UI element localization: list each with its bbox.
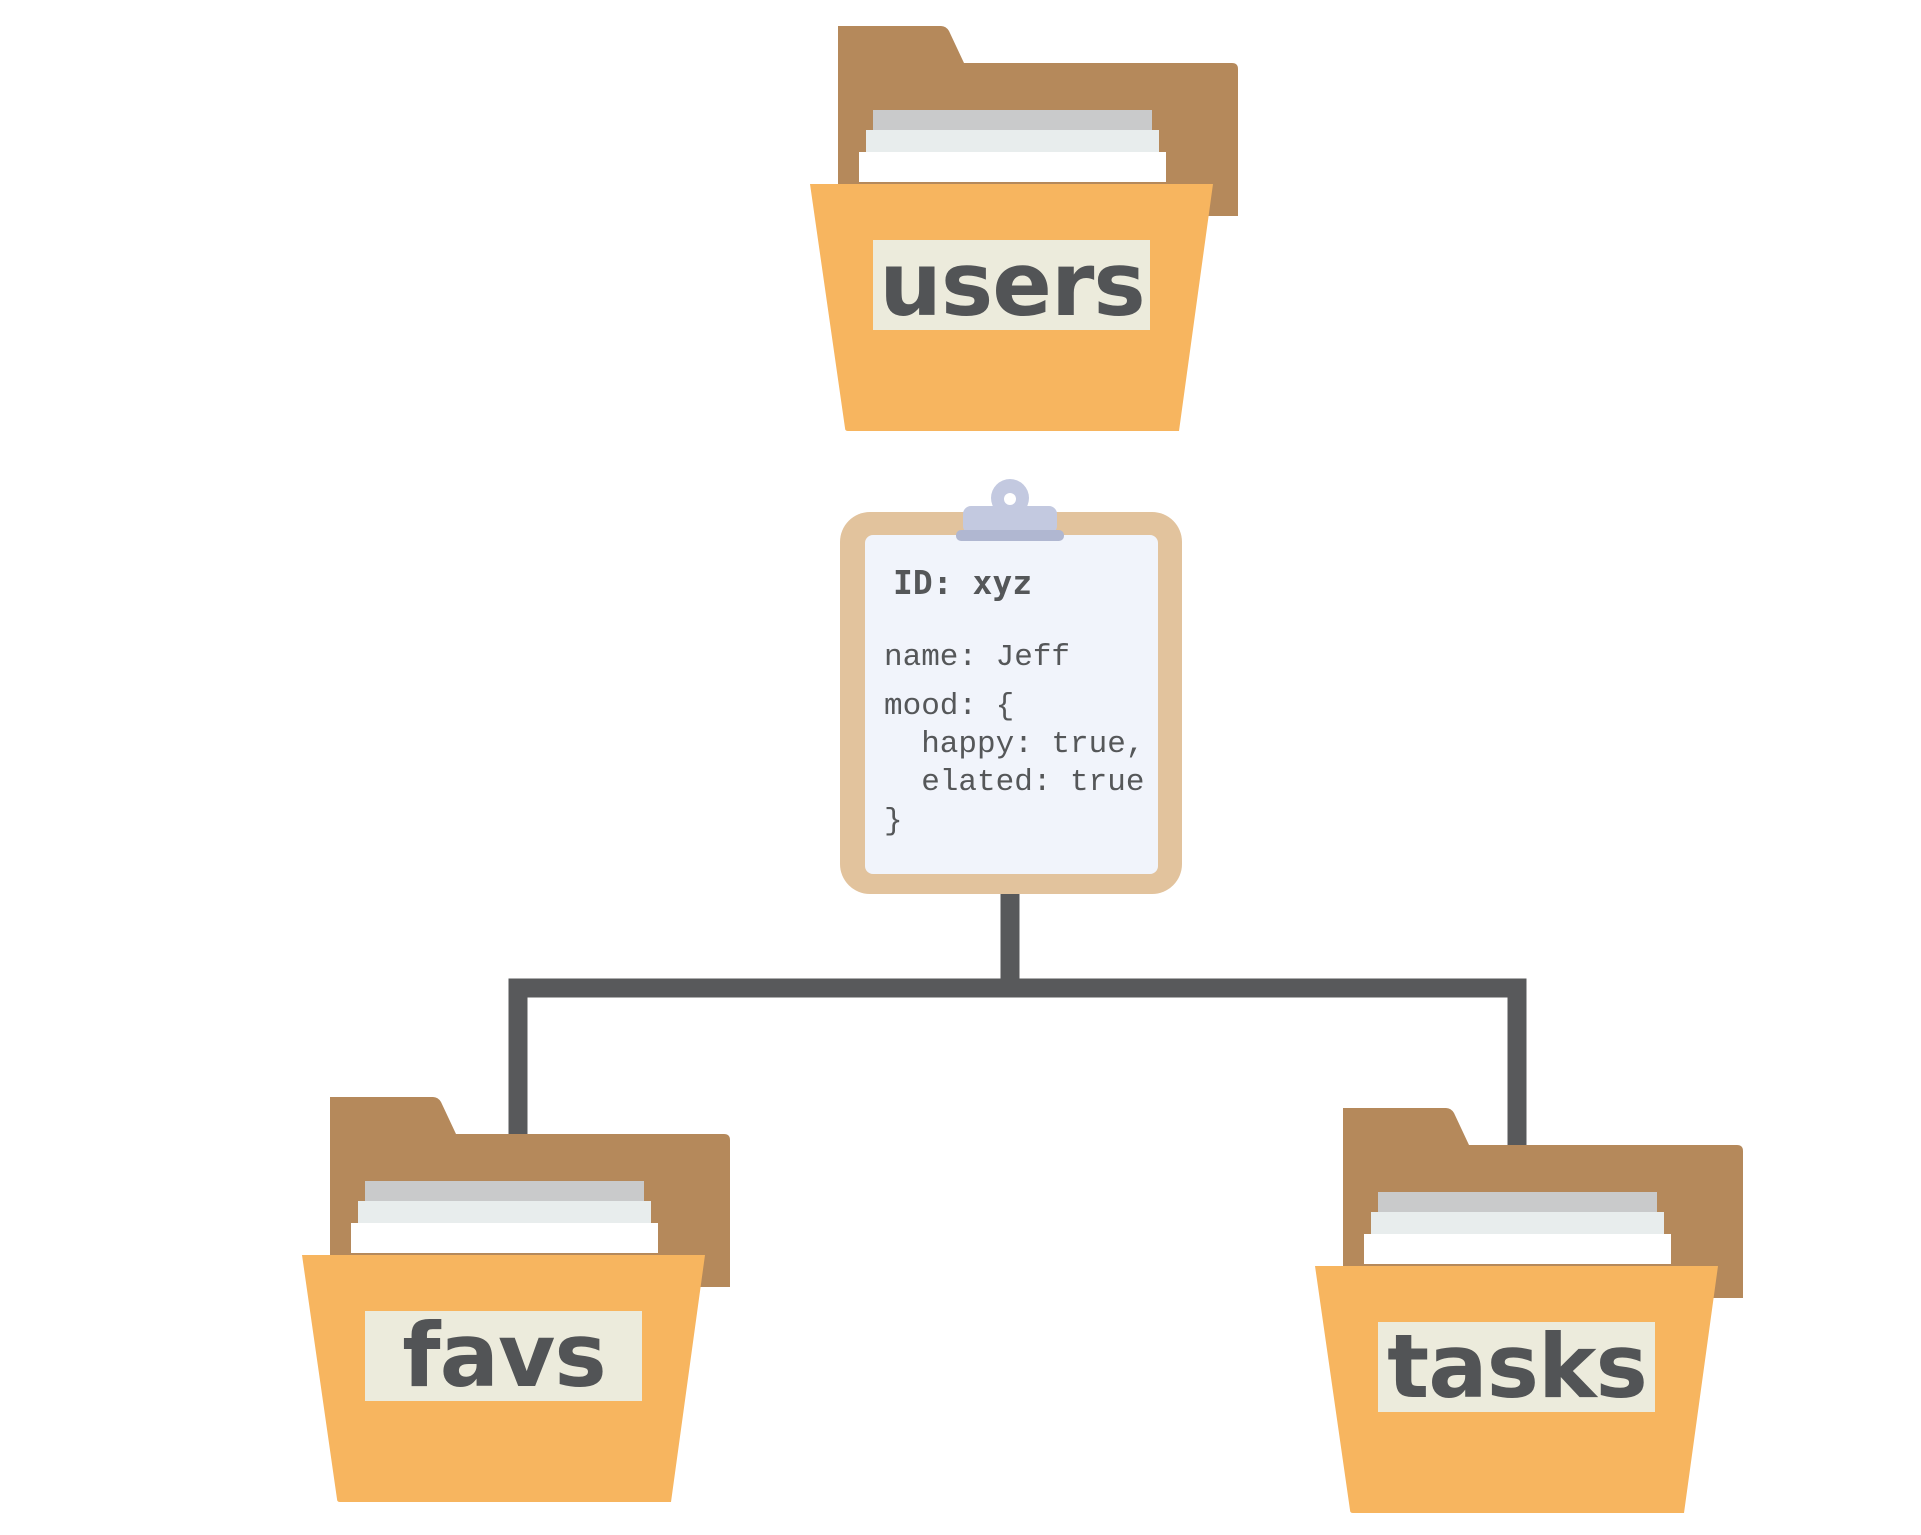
folder-label-favs: favs [402, 1304, 605, 1407]
document-field-line: name: Jeff [884, 640, 1070, 675]
folder-favs[interactable]: favs [302, 1097, 730, 1502]
document-field-line: happy: true, [884, 727, 1144, 762]
connector-branch-favs [508, 978, 1010, 1135]
folder-icon [302, 1097, 730, 1502]
document-field-line: mood: { [884, 689, 1014, 724]
folder-tasks[interactable]: tasks [1315, 1108, 1743, 1513]
connector-lines [508, 888, 1527, 1148]
clip-icon [956, 479, 1064, 541]
document-paper [865, 535, 1158, 874]
folder-label-users: users [879, 233, 1145, 336]
document-id: ID: xyz [893, 563, 1032, 602]
folder-label-bg [365, 1311, 642, 1401]
folder-icon [1315, 1108, 1743, 1513]
folder-label-tasks: tasks [1387, 1315, 1647, 1418]
document-clipboard[interactable]: ID: xyz name: Jeff mood: { happy: true, … [840, 479, 1182, 894]
folder-label-bg [1378, 1322, 1655, 1412]
document-field-line: } [884, 804, 903, 839]
document-field-line: elated: true [884, 765, 1144, 800]
folder-users[interactable]: users [810, 26, 1238, 431]
connector-branch-tasks [1010, 978, 1527, 1148]
folder-icon [810, 26, 1238, 431]
folder-label-bg [873, 240, 1150, 330]
